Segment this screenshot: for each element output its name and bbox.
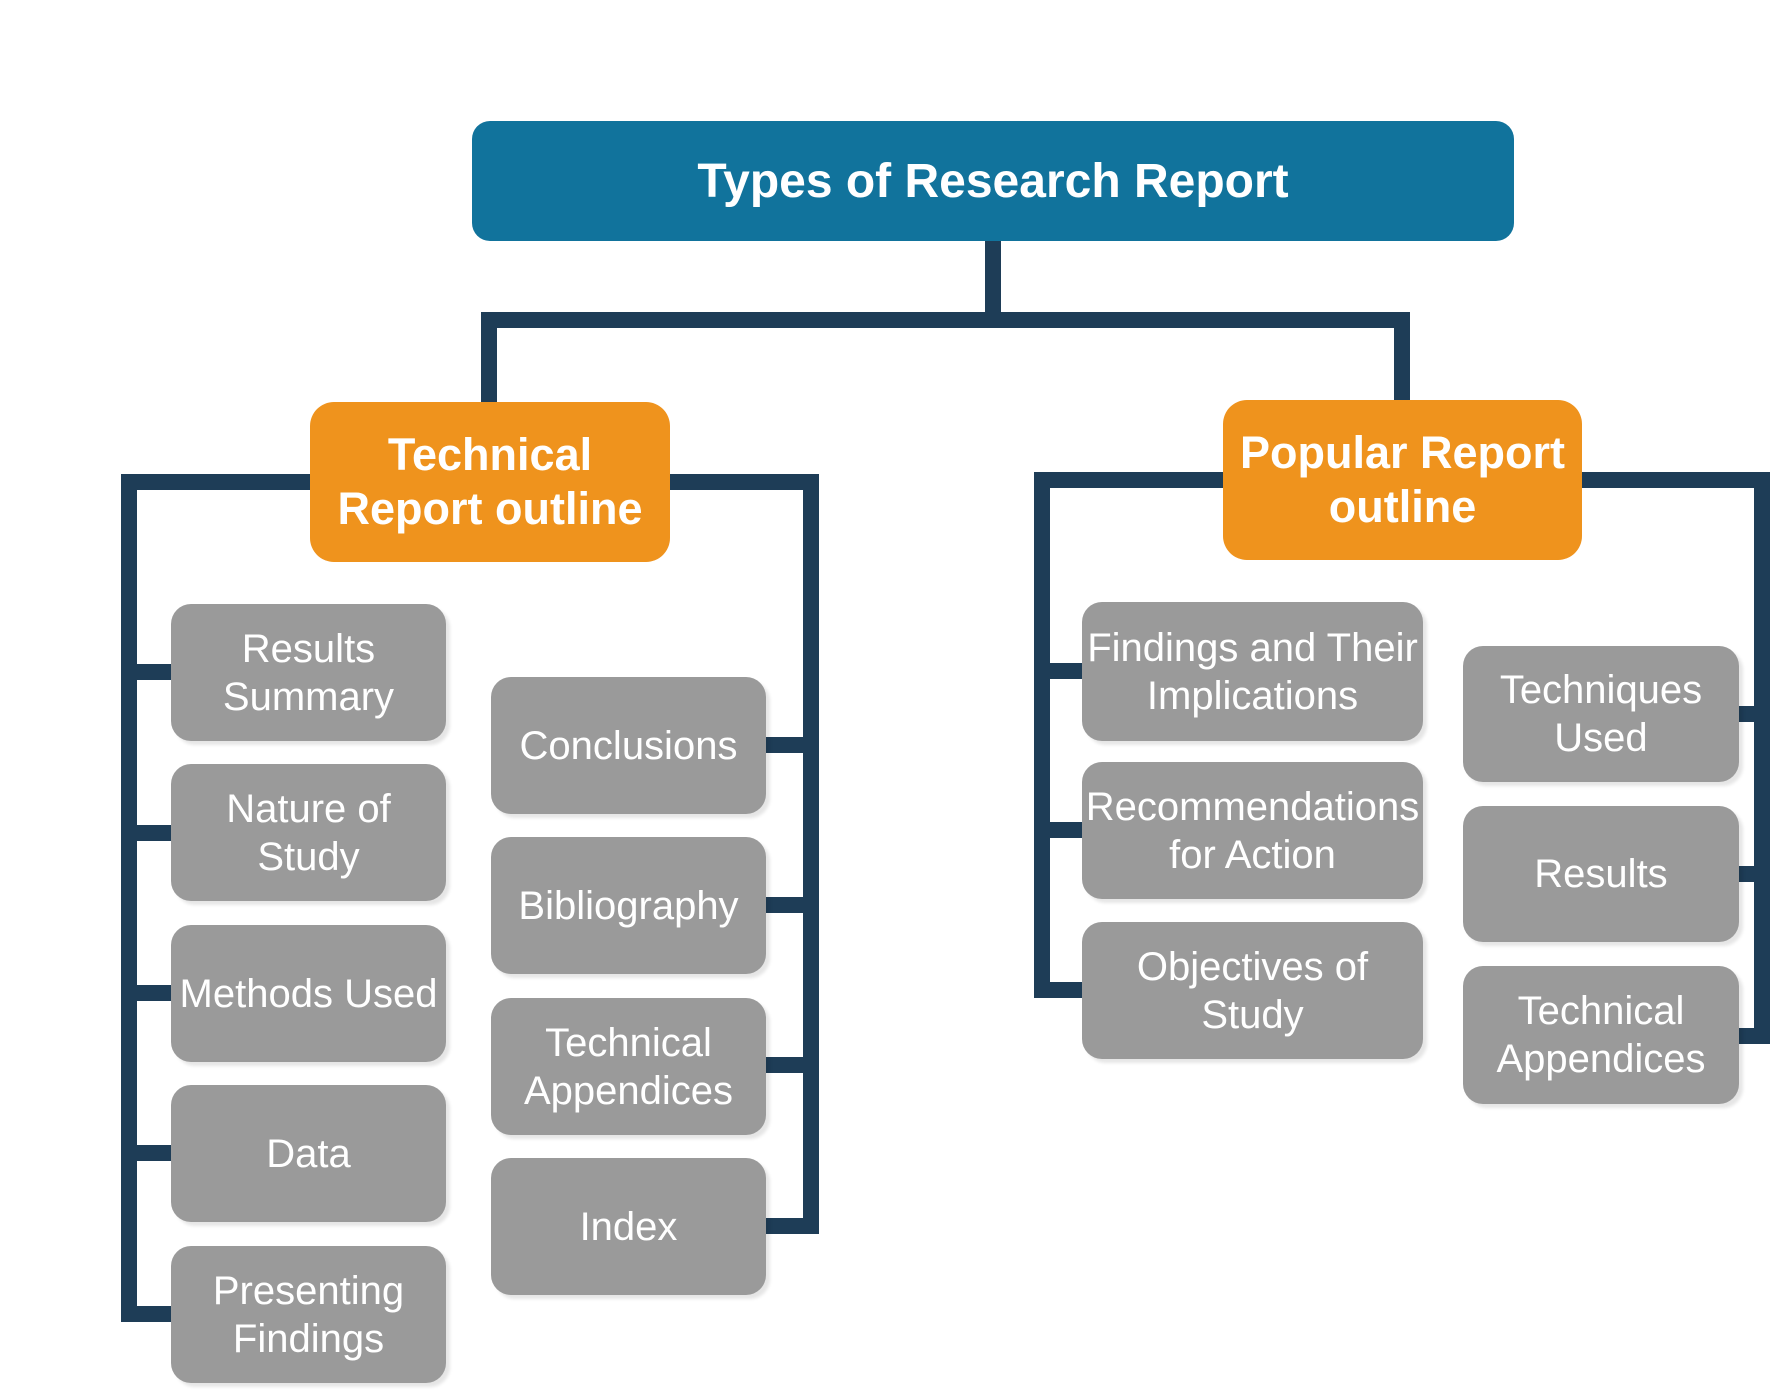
technical-heading-box: Technical Report outline	[310, 402, 670, 562]
connector-technical-left-rail	[121, 474, 310, 1322]
technical-item-technical-appendices: Technical Appendices	[491, 998, 766, 1135]
technical-item-conclusions: Conclusions	[491, 677, 766, 814]
technical-heading-text: Technical Report outline	[337, 429, 643, 534]
item-label: Technical Appendices	[1496, 989, 1706, 1081]
item-label: Results	[1534, 852, 1668, 896]
item-label: Index	[579, 1204, 678, 1249]
technical-item-bibliography: Bibliography	[491, 837, 766, 974]
technical-item-data: Data	[171, 1085, 446, 1222]
connector-technical-right-rail	[670, 474, 819, 1234]
popular-heading-box: Popular Report outline	[1223, 400, 1582, 560]
item-label: Nature of Study	[226, 786, 391, 879]
item-label: Results Summary	[222, 626, 395, 719]
connector-popular-right-rail	[1582, 472, 1770, 1044]
item-label: Bibliography	[518, 883, 739, 928]
item-label: Recommendations for Action	[1085, 784, 1420, 877]
technical-item-methods-used: Methods Used	[171, 925, 446, 1062]
item-label: Data	[266, 1131, 351, 1176]
popular-heading-text: Popular Report outline	[1239, 427, 1566, 532]
popular-item-techniques-used: Techniques Used	[1463, 646, 1739, 782]
popular-item-recommendations: Recommendations for Action	[1082, 762, 1423, 899]
technical-item-nature-of-study: Nature of Study	[171, 764, 446, 901]
popular-item-technical-appendices: Technical Appendices	[1463, 966, 1739, 1104]
item-label: Objectives of Study	[1136, 944, 1369, 1037]
connector-popular-left-rail	[1034, 472, 1223, 998]
technical-item-results-summary: Results Summary	[171, 604, 446, 741]
popular-item-objectives-of-study: Objectives of Study	[1082, 922, 1423, 1059]
popular-item-results: Results	[1463, 806, 1739, 942]
technical-item-index: Index	[491, 1158, 766, 1295]
technical-item-presenting-findings: Presenting Findings	[171, 1246, 446, 1383]
popular-item-findings-implications: Findings and Their Implications	[1082, 602, 1423, 741]
item-label: Techniques Used	[1499, 668, 1703, 760]
item-label: Technical Appendices	[523, 1020, 734, 1113]
item-label: Methods Used	[179, 971, 438, 1016]
item-label: Findings and Their Implications	[1087, 625, 1418, 718]
item-label: Presenting Findings	[212, 1268, 405, 1361]
item-label: Conclusions	[519, 723, 738, 768]
title-box: Types of Research Report	[472, 121, 1514, 241]
title-text: Types of Research Report	[697, 154, 1289, 208]
